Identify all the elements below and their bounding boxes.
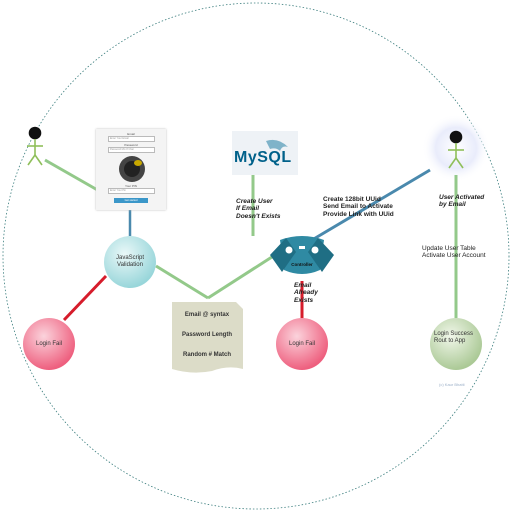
annotation-create-user: Create User If Email Doesn't Exists — [236, 198, 281, 220]
connector-controller-to-activation — [311, 168, 431, 242]
mysql-dolphin-icon — [266, 139, 288, 151]
captcha-image — [119, 156, 145, 182]
login-form-mockup: Email Enter Your Email Password Password… — [96, 129, 166, 210]
annotation-user-activated: User Activated by Email — [439, 194, 485, 209]
annotation-update-user: Update User Table Activate User Account — [422, 245, 486, 260]
get-started-button[interactable]: Get started — [114, 198, 148, 203]
annotation-create-uuid: Create 128bit UUid Send Email to Activat… — [323, 196, 394, 218]
validation-rules-note: Email @ syntax Password Length Random # … — [172, 300, 242, 372]
rule-email-syntax: Email @ syntax — [184, 312, 230, 318]
user-stick-figure-right — [448, 130, 464, 169]
connector-rules-to-controller — [207, 253, 276, 300]
login-fail-center-label: Login Fail — [288, 341, 315, 347]
mysql-logo-text: MySQL — [234, 149, 292, 166]
connector-js-to-rules — [155, 264, 209, 300]
email-field[interactable]: Enter Your Email — [108, 136, 155, 142]
user-stick-figure-left — [27, 126, 43, 166]
controller-icon — [270, 236, 334, 274]
login-fail-node-left — [23, 318, 75, 370]
rules-note-paper — [172, 302, 243, 373]
pin-label: Your PIN — [125, 184, 137, 188]
mysql-logo: MySQL — [232, 131, 298, 175]
pin-field[interactable]: Enter Your Pin — [108, 188, 155, 194]
rule-random-match: Random # Match — [182, 352, 231, 358]
credit-text: (c) Kaur Bhatti — [439, 382, 465, 387]
annotation-email-exists: Email Already Exists — [294, 282, 318, 304]
js-validation-node — [104, 236, 156, 288]
password-label: Password — [124, 143, 138, 147]
email-label: Email — [127, 132, 135, 136]
rule-password-length: Password Length — [181, 332, 232, 338]
password-field[interactable]: Password Min 8 Char — [108, 147, 155, 153]
login-fail-left-label: Login Fail — [35, 341, 62, 347]
login-success-label: Login Success Rout to App — [434, 331, 474, 345]
controller-label: Controller — [291, 262, 313, 267]
login-success-node — [430, 318, 482, 370]
login-fail-node-center — [276, 318, 328, 370]
connector-js-to-fail — [62, 274, 108, 322]
js-validation-label: JavaScript Validation — [115, 255, 144, 269]
